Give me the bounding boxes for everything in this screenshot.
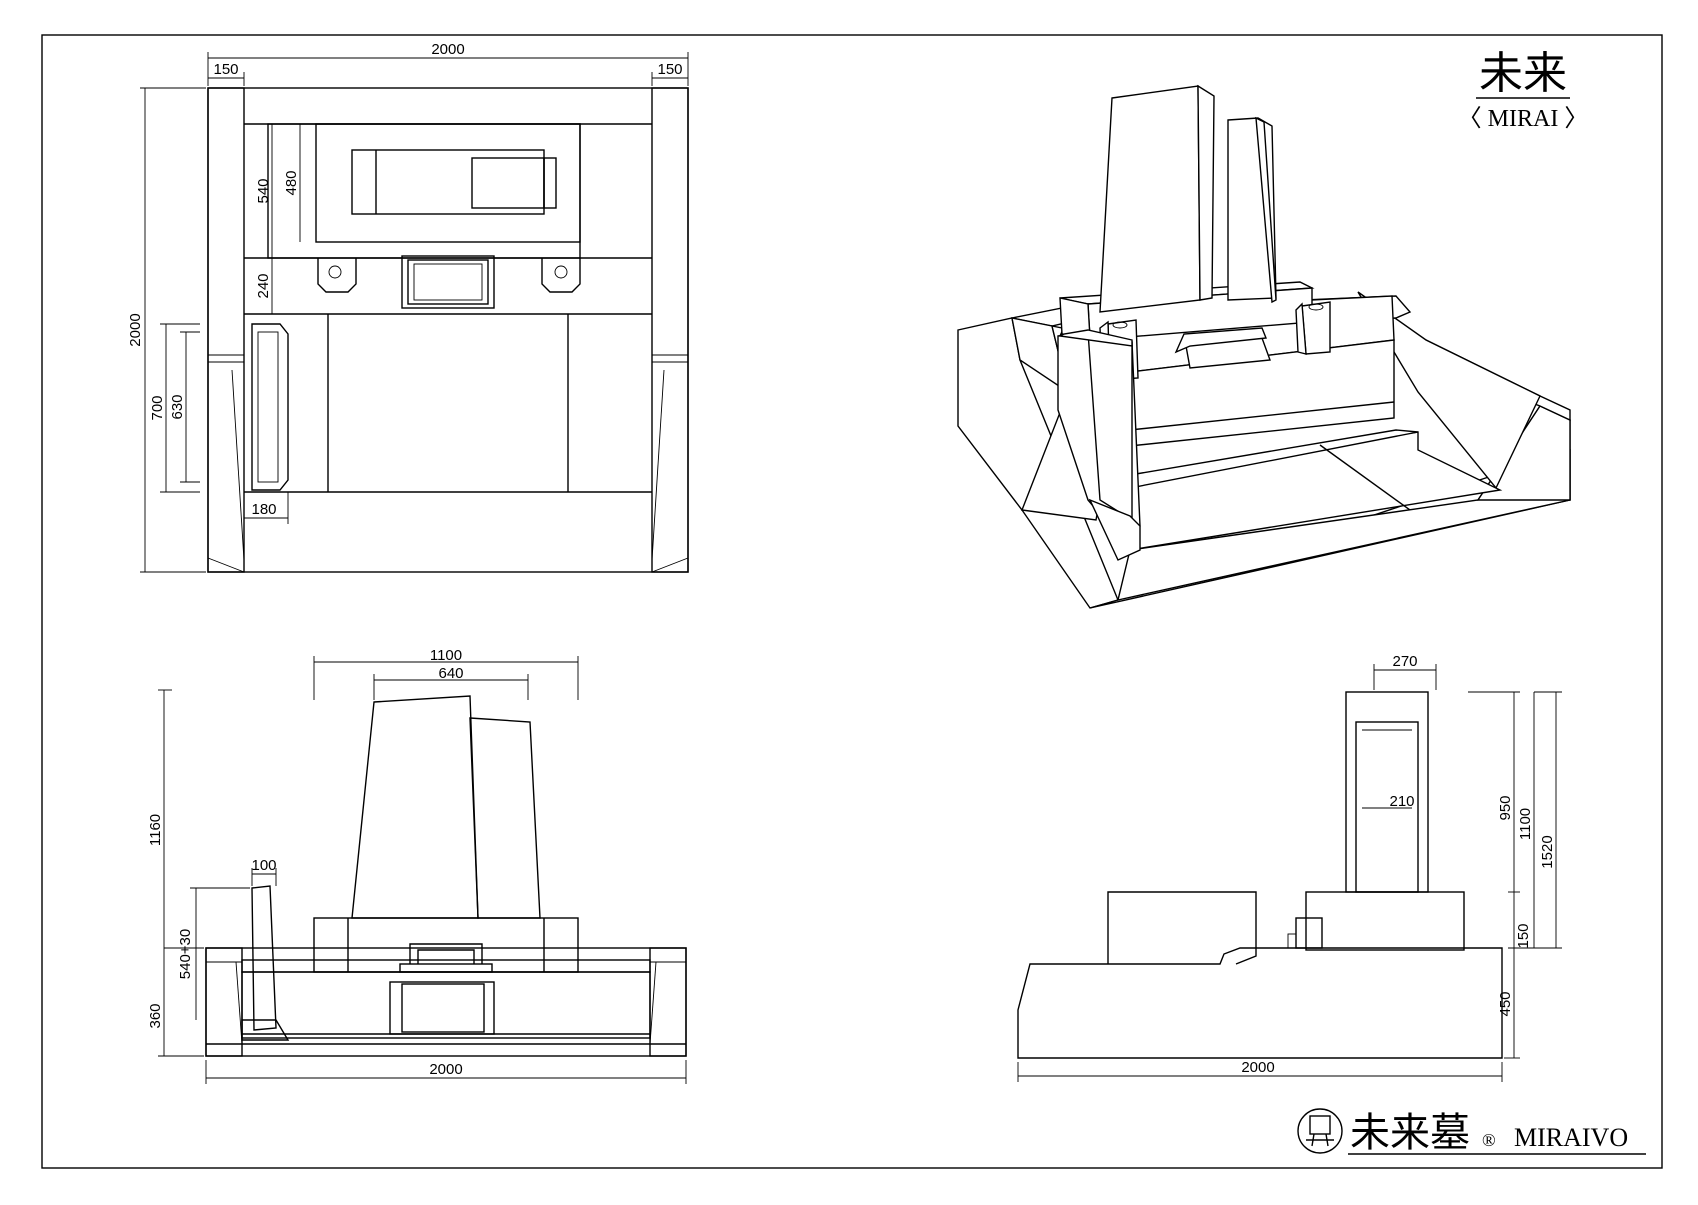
front-width-100: 100 (251, 857, 276, 874)
brand-name-jp: 未来墓 (1350, 1110, 1470, 1155)
plan-dim-630: 630 (169, 394, 186, 419)
side-h-150: 150 (1515, 923, 1532, 948)
brand-registered-mark: ® (1482, 1130, 1496, 1150)
plan-width-total: 2000 (431, 41, 464, 58)
plan-outer (207, 87, 689, 573)
plan-depth-total: 2000 (127, 313, 144, 346)
plan-dim-700: 700 (149, 395, 166, 420)
plan-dim-480: 480 (283, 170, 300, 195)
front-view: 1100 640 1160 540+30 360 100 2000 (147, 647, 687, 1084)
brand-block: 未来墓 ® MIRAIVO (1297, 1108, 1646, 1155)
plan-dim-240: 240 (255, 273, 272, 298)
plan-view: 2000 150 150 2000 540 480 240 700 630 18… (127, 41, 689, 573)
side-top-270: 270 (1392, 653, 1417, 670)
brand-logo-icon (1297, 1108, 1343, 1154)
side-view: 270 210 950 1100 1520 150 450 2000 (1017, 653, 1562, 1082)
side-inner-210: 210 (1389, 793, 1414, 810)
brand-name-en: MIRAIVO (1514, 1123, 1628, 1152)
plan-margin-left: 150 (213, 61, 238, 78)
front-width-1100: 1100 (430, 647, 462, 664)
title-en: 〈 MIRAI 〉 (1458, 106, 1589, 132)
plan-dim-180: 180 (251, 501, 276, 518)
side-h-1520: 1520 (1539, 835, 1556, 868)
plan-left-post (207, 87, 245, 573)
plan-margin-right: 150 (657, 61, 682, 78)
plan-dim-540: 540 (255, 178, 272, 203)
front-width-640: 640 (438, 665, 463, 682)
title-jp: 未来 (1479, 49, 1567, 98)
front-height-540-30: 540+30 (177, 929, 194, 979)
perspective-view (957, 84, 1571, 609)
side-h-450: 450 (1497, 991, 1514, 1016)
sheet-border (41, 34, 1663, 1169)
side-h-950: 950 (1497, 795, 1514, 820)
front-height-1160: 1160 (147, 814, 164, 846)
title-block: 未来 〈 MIRAI 〉 (1458, 49, 1589, 132)
plan-right-post (651, 87, 689, 573)
side-width-total: 2000 (1241, 1059, 1274, 1076)
side-h-1100: 1100 (1517, 808, 1534, 840)
front-width-total: 2000 (429, 1061, 462, 1078)
front-height-360: 360 (147, 1003, 164, 1028)
